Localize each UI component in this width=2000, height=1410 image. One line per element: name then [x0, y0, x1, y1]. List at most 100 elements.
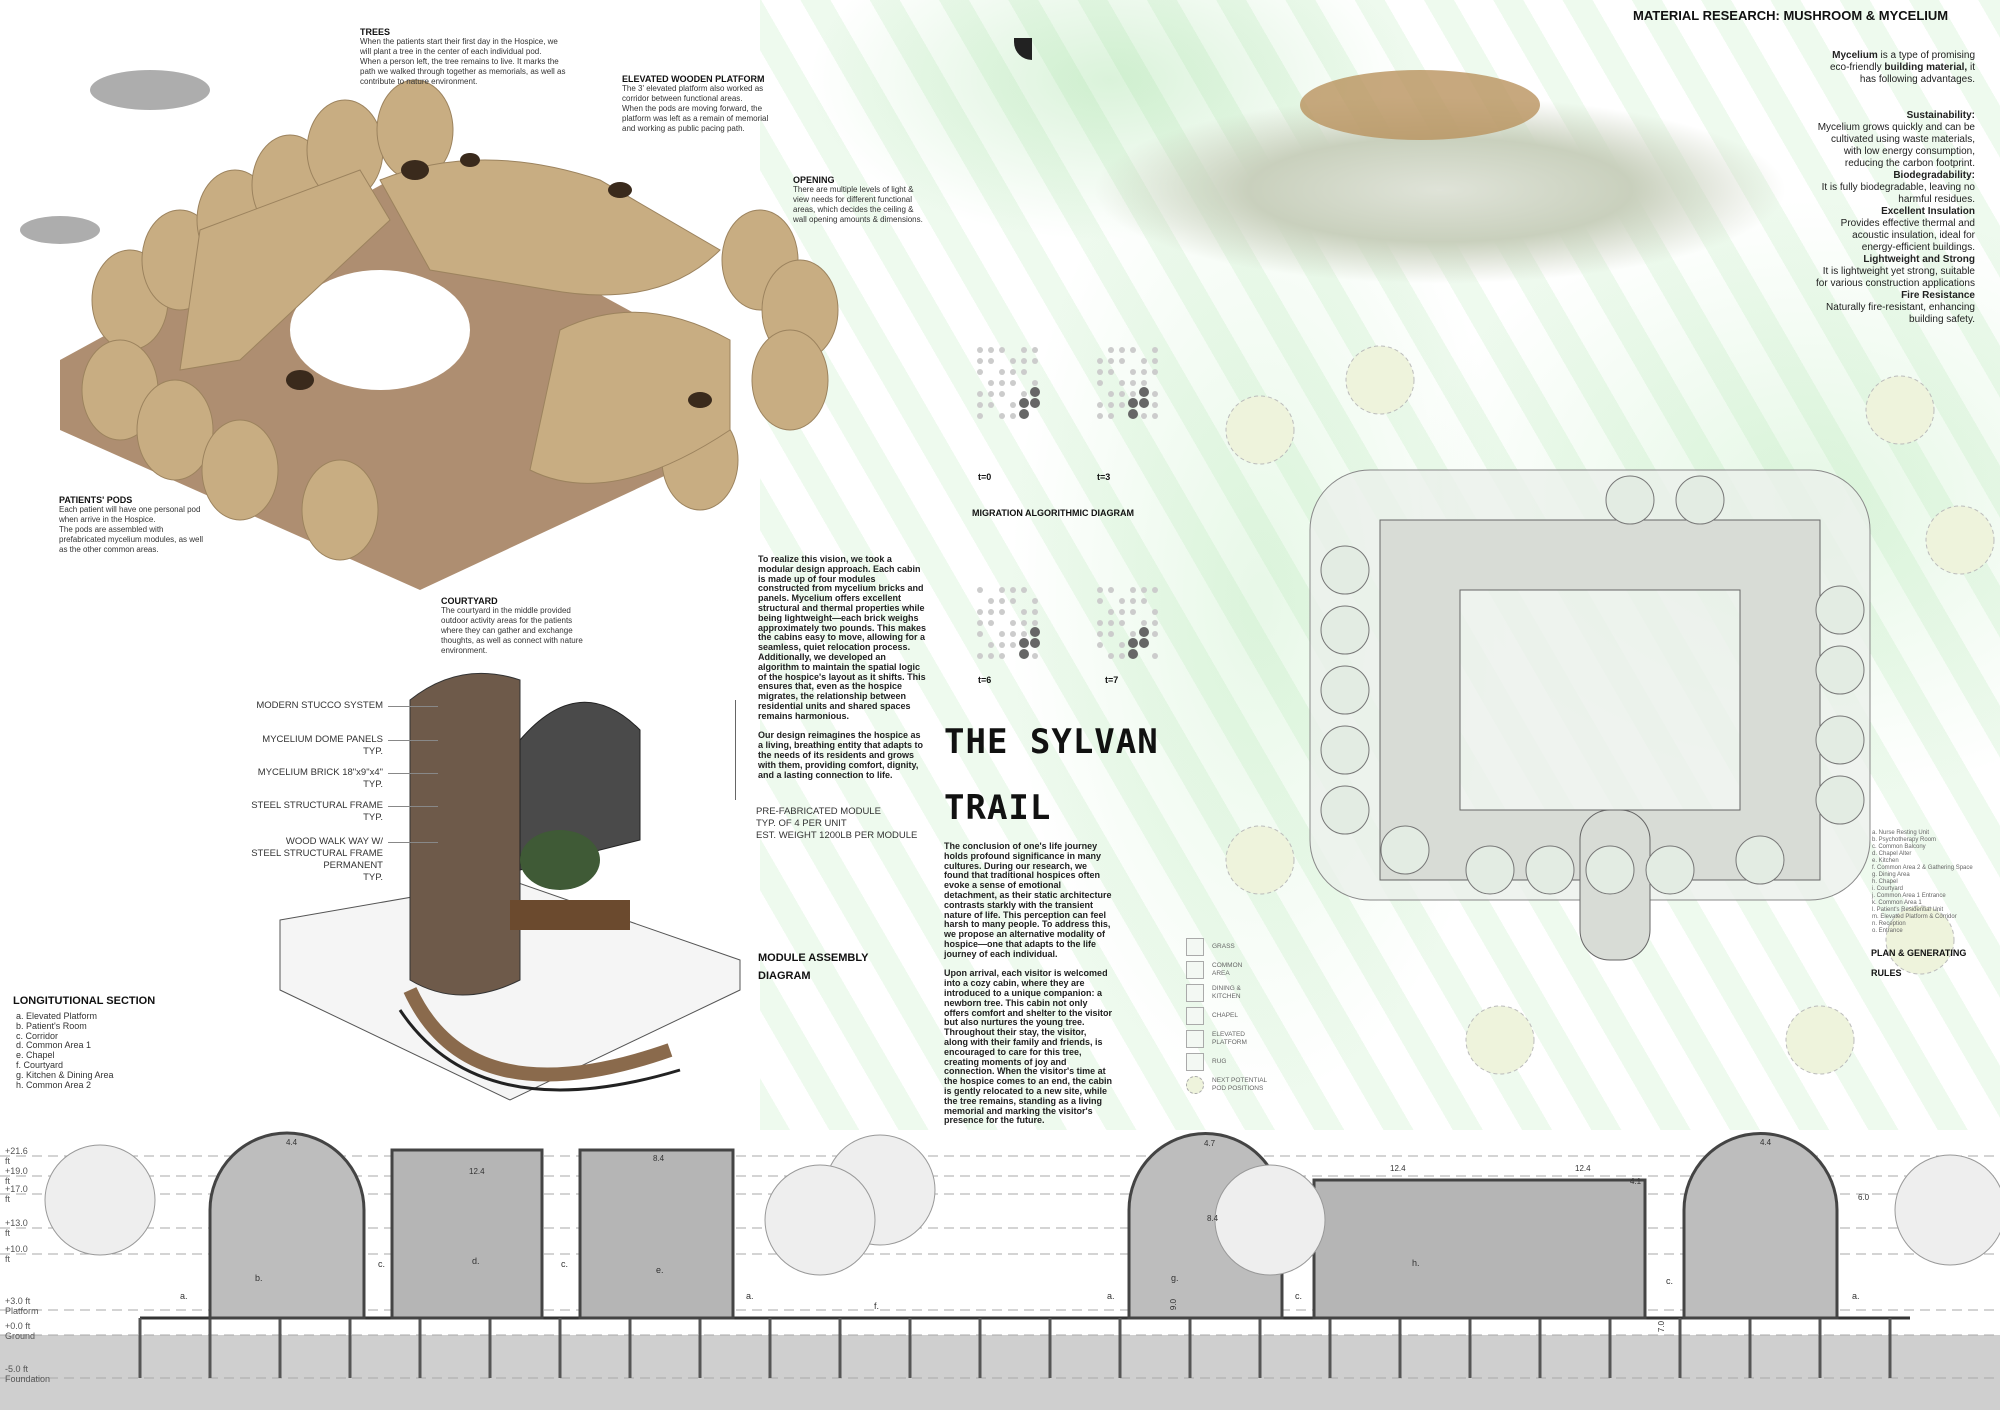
tree-silhouette	[44, 1144, 156, 1256]
grid-dot	[1141, 380, 1147, 386]
room-tag: g.	[1171, 1273, 1179, 1283]
potential-pod-position	[1865, 375, 1935, 445]
grid-dot	[1010, 631, 1016, 637]
wood-deck	[510, 900, 630, 930]
section-room-item: d. Common Area 1	[16, 1040, 92, 1051]
legend-swatch	[1186, 960, 1204, 979]
section-room-item: b. Patient's Room	[16, 1020, 87, 1031]
tree-shadows	[20, 70, 210, 244]
plan-room-item: k. Common Area 1	[1872, 900, 1922, 906]
section-room-item: a. Elevated Platform	[16, 1011, 98, 1021]
pod-dot	[1019, 398, 1029, 408]
plan-pod	[1815, 645, 1865, 695]
advantage-title: Lightweight and Strong	[1863, 254, 1975, 265]
pod-dot	[1139, 638, 1149, 648]
legend-swatch	[1186, 983, 1204, 1002]
grid-dot	[1130, 391, 1136, 397]
grid-dot	[999, 653, 1005, 659]
grid-dot	[999, 391, 1005, 397]
grid-dot	[1119, 391, 1125, 397]
grid-dot	[999, 642, 1005, 648]
grid-dot	[1032, 598, 1038, 604]
callout-leader	[388, 842, 438, 843]
prefab-module-note: PRE-FABRICATED MODULE TYP. OF 4 PER UNIT…	[756, 806, 918, 841]
grid-dot	[1152, 402, 1158, 408]
step-label: t=3	[1097, 472, 1111, 482]
material-advantage: Sustainability:Mycelium grows quickly an…	[1675, 110, 1975, 170]
grid-dot	[988, 598, 994, 604]
note-title: TREES	[360, 27, 391, 37]
plan-pod	[1320, 605, 1370, 655]
walkway	[403, 987, 673, 1082]
plan-pod	[1815, 775, 1865, 825]
note-title: OPENING	[793, 175, 835, 185]
grid-dot	[1152, 631, 1158, 637]
room-tag: a.	[1107, 1291, 1115, 1301]
intro-bold: building material,	[1884, 62, 1968, 73]
pods	[81, 79, 839, 561]
legend-label: DINING & KITCHEN	[1212, 984, 1241, 1000]
plan-pod	[1675, 475, 1725, 525]
dimension-label: 4.7	[1204, 1139, 1216, 1148]
dimension-label: 4.4	[1760, 1138, 1772, 1147]
step-label: t=7	[1105, 675, 1119, 685]
section-dome-room	[1682, 1132, 1839, 1320]
plan-room-item: a. Nurse Resting Unit	[1872, 830, 1930, 836]
dimension-label: 8.4	[653, 1154, 665, 1163]
grid-dot	[1152, 653, 1158, 659]
legend-label: NEXT POTENTIAL POD POSITIONS	[1212, 1076, 1268, 1092]
potential-pod-position	[1225, 825, 1295, 895]
legend-swatch	[1186, 1075, 1204, 1094]
dimension-label: 8.4	[1207, 1214, 1219, 1223]
grid-dot	[1108, 631, 1114, 637]
material-research-title: MATERIAL RESEARCH: MUSHROOM & MYCELIUM	[1633, 8, 1949, 23]
plan-room-item: o. Entrance	[1872, 928, 1903, 934]
grid-dot	[1097, 631, 1103, 637]
grid-dot	[1141, 587, 1147, 593]
grid-dot	[1152, 609, 1158, 615]
grid-dot	[1152, 587, 1158, 593]
legend-label: CHAPEL	[1212, 1011, 1239, 1019]
level-label-left: +13.0 ft	[5, 1218, 28, 1238]
advantage-text: Mycelium grows quickly and can be cultiv…	[1817, 122, 1975, 169]
room-tag: c.	[378, 1259, 386, 1269]
tree-silhouette	[764, 1164, 876, 1276]
material-advantage: Biodegradability:It is fully biodegradab…	[1675, 170, 1975, 206]
pod-dot	[1019, 649, 1029, 659]
section-room-item: f. Courtyard	[16, 1059, 64, 1070]
grid-dot	[1141, 358, 1147, 364]
grid-dot	[1021, 358, 1027, 364]
grid-dot	[1119, 347, 1125, 353]
grid-dot	[1108, 347, 1114, 353]
grid-dot	[1141, 413, 1147, 419]
section-dome-room	[208, 1131, 366, 1320]
grid-dot	[977, 391, 983, 397]
plan-pod	[1735, 835, 1785, 885]
pod-dot	[1128, 398, 1138, 408]
note-text: The courtyard in the middle provided out…	[441, 606, 583, 655]
mycelium-brick-wall	[409, 672, 521, 996]
legend-label: RUG	[1212, 1057, 1227, 1065]
grid-dot	[1108, 587, 1114, 593]
grid-dot	[1010, 402, 1016, 408]
note-title: COURTYARD	[441, 596, 498, 606]
plan-pod	[1320, 545, 1370, 595]
grid-dot	[988, 391, 994, 397]
plan-pod	[1585, 845, 1635, 895]
grid-dot	[988, 380, 994, 386]
pod-openings	[286, 153, 712, 408]
grid-dot	[1010, 369, 1016, 375]
plan-room-item: h. Chapel	[1872, 879, 1898, 885]
dimension-label: 6.0	[1858, 1193, 1870, 1202]
plan-room-item: c. Common Balcony	[1872, 844, 1926, 850]
grid-dot	[1141, 369, 1147, 375]
tree-silhouette	[1214, 1164, 1326, 1276]
legend-item: ELEVATED PLATFORM	[1186, 1027, 1267, 1050]
material-research-text: Mycelium is a type of promising eco-frie…	[1675, 38, 1975, 338]
grid-dot	[977, 620, 983, 626]
grid-dot	[1130, 609, 1136, 615]
step-label: t=0	[978, 472, 992, 482]
pod-dot	[1030, 398, 1040, 408]
grid-dot	[1108, 402, 1114, 408]
